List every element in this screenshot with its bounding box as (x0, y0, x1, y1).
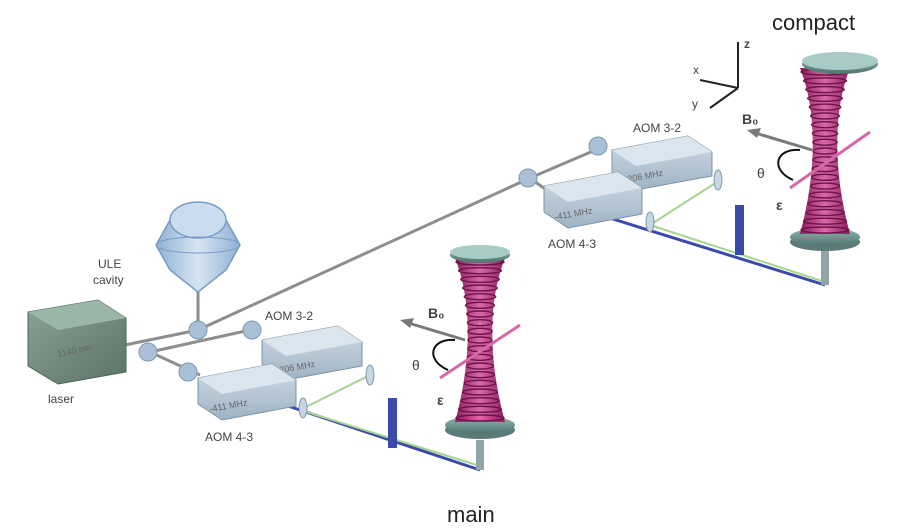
aom-3-2-lower: 206 MHz (261, 325, 363, 381)
epsilon-label-main: ε (437, 392, 444, 408)
lattice-stripe (812, 147, 838, 155)
lattice-stripe (811, 129, 839, 138)
lattice-stripe (464, 370, 496, 379)
lattice-stripe (460, 396, 500, 405)
lattice-stripe (808, 103, 842, 111)
waveplate-lower (365, 364, 375, 386)
beam-gray-upper (529, 146, 601, 180)
lattice-stripe (812, 138, 838, 146)
lattice-stripe (464, 301, 496, 310)
lattice-stripe (806, 199, 844, 208)
probe-beam-compact (789, 130, 871, 190)
lattice-stripe (461, 388, 499, 396)
axis-z-label: z (744, 37, 750, 51)
b0-arrowhead-compact (747, 128, 761, 138)
lattice-stripe (467, 336, 493, 344)
b0-label-main: B₀ (428, 305, 444, 321)
lattice-stripe (802, 217, 848, 225)
ule-label-line1: ULE (98, 257, 121, 271)
theta-arc-compact (777, 148, 801, 181)
lattice-stripe (810, 120, 840, 129)
lattice-stripe (806, 94, 844, 103)
lattice-stripe (465, 362, 495, 370)
beam-lower-green-up (299, 374, 371, 411)
aom-3-2-upper: 206 MHz (611, 135, 713, 191)
lattice-stripe (810, 173, 840, 182)
lattice-stripe (455, 414, 505, 422)
lattice-stripe (811, 164, 839, 173)
aom-4-3-lower: -411 MHz (197, 363, 297, 421)
lattice-stripe (809, 112, 841, 120)
laser-label: laser (48, 392, 74, 406)
splitter-lower-2 (242, 320, 262, 340)
axis-x-label: x (693, 63, 699, 77)
b0-label-compact: B₀ (742, 111, 758, 127)
aom-4-3-lower-label: AOM 4-3 (205, 430, 253, 444)
axis-y-label: y (692, 97, 698, 111)
beam-laser-out (124, 328, 199, 347)
b0-arrowhead-main (400, 318, 414, 328)
lattice-stripe (457, 405, 503, 414)
splitter-upper (518, 168, 538, 188)
beam-upper-green-up (649, 179, 721, 226)
compact-lattice (790, 52, 878, 285)
beam-upper-blue (599, 213, 826, 287)
lattice-stripe (808, 191, 842, 199)
lattice-stripe (805, 85, 845, 94)
lattice-stripe (463, 292, 497, 301)
aom-3-2-lower-label: AOM 3-2 (265, 309, 313, 323)
waveplate-upper (713, 169, 723, 191)
aom-4-3-upper: -411 MHz (543, 171, 643, 229)
waveplate-lower-2 (298, 397, 308, 419)
compact-lattice-stripes (800, 68, 850, 234)
axes-icon (699, 42, 739, 109)
main-lattice-stripes (455, 258, 505, 422)
lattice-stripe (457, 266, 503, 275)
lattice-stripe (800, 226, 850, 234)
theta-label-compact: θ (757, 165, 765, 181)
lattice-stripe (463, 379, 497, 388)
lattice-stripe (466, 318, 494, 327)
lattice-stripe (802, 77, 848, 85)
blue-post-upper (735, 205, 744, 255)
lattice-stripe (805, 208, 845, 217)
laser-box: 1140 nm (27, 299, 127, 385)
waveplate-upper-2 (645, 211, 655, 233)
ule-label-line2: cavity (93, 273, 124, 287)
beam-long-gray (197, 176, 531, 332)
splitter-lower (178, 362, 198, 382)
epsilon-label-compact: ε (776, 197, 783, 213)
b0-arrow-compact (751, 130, 813, 152)
splitter-upper-2 (588, 136, 608, 156)
blue-post-lower (388, 398, 397, 448)
theta-label-main: θ (412, 357, 420, 373)
lattice-stripe (461, 284, 499, 292)
beam-lower-gray (149, 328, 251, 354)
probe-beam-main (439, 323, 521, 380)
aom-4-3-upper-label: AOM 4-3 (548, 237, 596, 251)
splitter-ule (188, 320, 208, 340)
lattice-stripe (466, 353, 494, 362)
lattice-stripe (465, 310, 495, 318)
lattice-stripe (460, 275, 500, 284)
lattice-stripe (809, 182, 841, 190)
b0-arrow-main (404, 320, 466, 342)
main-label: main (447, 502, 495, 527)
main-lattice (445, 245, 515, 470)
beam-lower-blue (254, 393, 481, 472)
splitter-laser (138, 342, 158, 362)
ule-cavity (155, 201, 241, 322)
aom-3-2-upper-label: AOM 3-2 (633, 121, 681, 135)
lattice-stripe (467, 327, 493, 336)
theta-arc-main (432, 338, 456, 371)
compact-label: compact (772, 10, 855, 35)
